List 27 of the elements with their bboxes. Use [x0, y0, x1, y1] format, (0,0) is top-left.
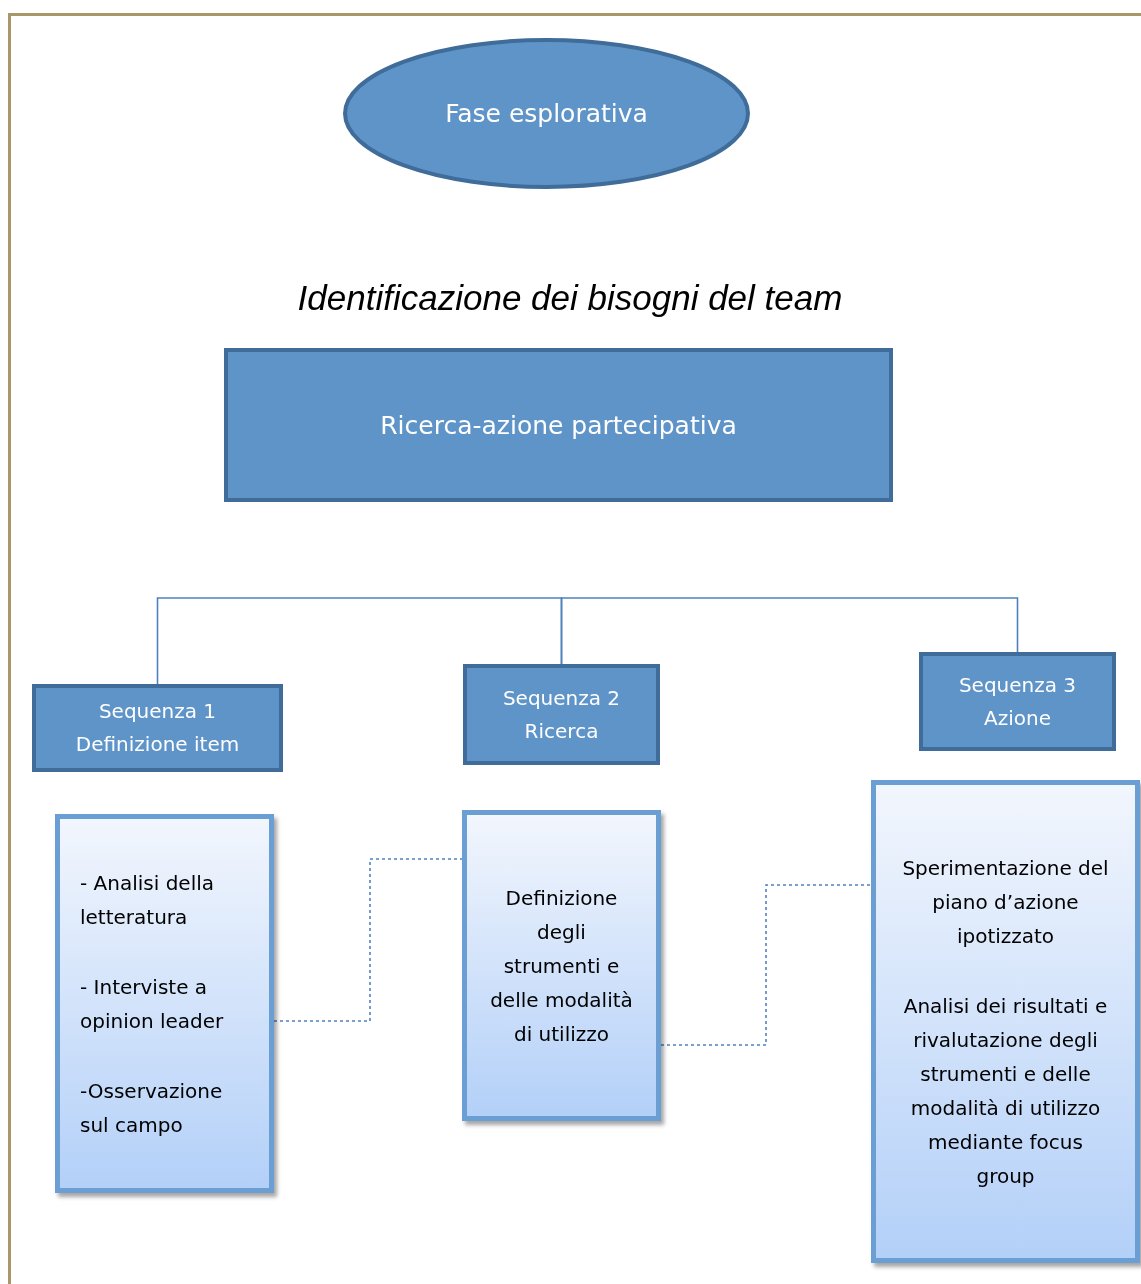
node-label: Ricerca-azione partecipativa: [380, 410, 737, 440]
sequence-box: [463, 664, 660, 765]
node-label: -Osservazione sul campo: [80, 1077, 224, 1139]
node-label: Azione: [984, 704, 1051, 732]
node-label: Analisi dei risultati e rivalutazione degli strumenti e delle modalità di utilizzo mediante focus group: [902, 992, 1109, 1190]
detail-box: [55, 814, 274, 1193]
process-box: [224, 348, 893, 502]
diagram-title: Identificazione dei bisogni del team: [296, 278, 844, 318]
connector-line: [156, 597, 563, 685]
node-label: Fase esplorativa: [445, 99, 648, 128]
node-label: Definizione item: [75, 731, 240, 758]
dashed-connector: [273, 858, 463, 1022]
ellipse-node: [343, 38, 750, 189]
node-label: Ricerca: [524, 717, 599, 745]
node-label: Definizione degli strumenti e delle modalità di utilizzo: [489, 884, 634, 1048]
node-label: Sequenza 3: [958, 671, 1077, 699]
detail-box: [462, 810, 661, 1121]
sequence-box: [32, 684, 283, 772]
node-label: - Analisi della letteratura: [80, 869, 215, 931]
connector-line: [560, 597, 1019, 665]
node-label: - Interviste a opinion leader: [80, 973, 225, 1035]
detail-box: [871, 780, 1140, 1263]
node-label: Sequenza 2: [502, 684, 621, 712]
sequence-box: [919, 652, 1116, 751]
node-label: Sperimentazione del piano d’azione ipotizzato: [901, 854, 1110, 950]
dashed-connector: [660, 884, 872, 1046]
node-label: Sequenza 1: [98, 698, 217, 725]
